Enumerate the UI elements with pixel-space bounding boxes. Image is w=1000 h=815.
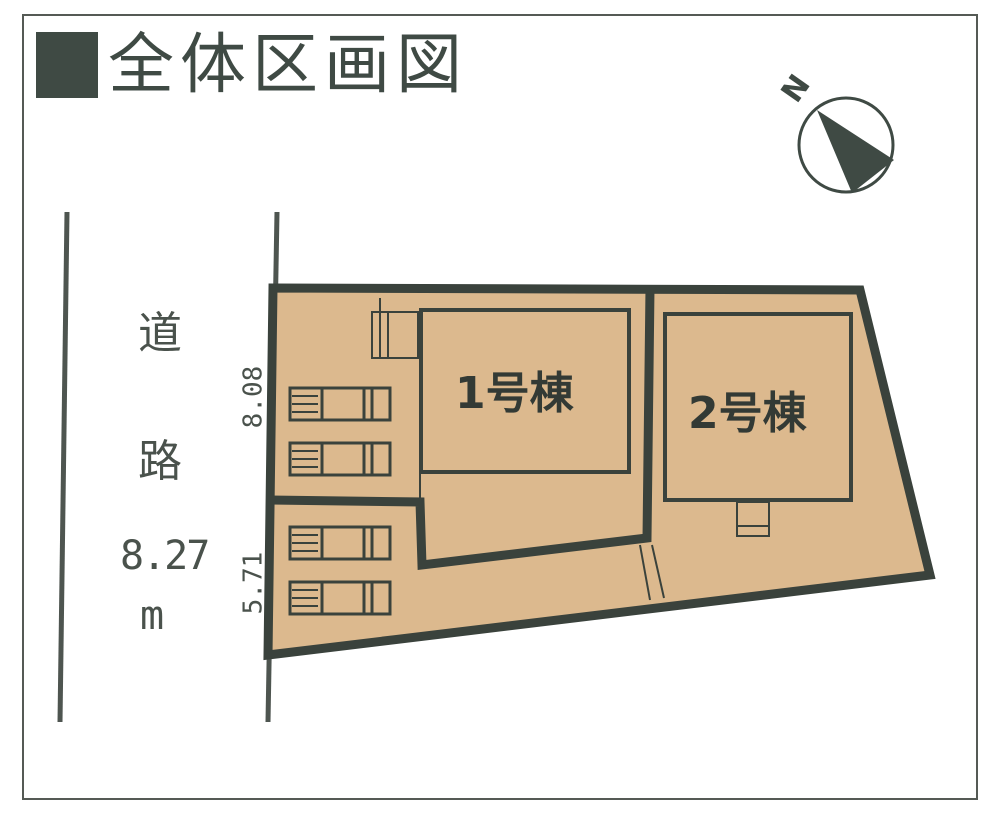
building-2-outline [663,312,853,502]
building-1-outline [419,308,631,474]
page-title: 全体区画図 [36,30,468,100]
site-boundary [263,283,936,661]
car-icon [288,580,392,616]
road-width-unit: m [140,593,164,639]
road-edge-left [57,211,70,723]
building-2-label: 2号棟 [688,388,807,439]
title-marker-icon [36,32,98,98]
car-icon [288,441,392,477]
car-icon [288,386,392,422]
building-1-label: 1号棟 [455,368,574,419]
passage-lines [639,544,665,601]
drawing-frame [22,14,978,800]
car-icon [288,525,392,561]
north-arrow-icon [797,96,895,194]
frontage-lot1: 8.08 [238,365,269,429]
road-label-char-2: 路 [138,436,182,487]
road-width-value: 8.27 [120,533,210,579]
road-label-char-1: 道 [138,308,182,359]
lot-divider [269,287,655,571]
entrance-steps-icon [371,298,419,359]
entrance-step-icon [736,501,770,537]
title-text: 全体区画図 [108,26,468,103]
frontage-lot2: 5.71 [238,551,269,615]
